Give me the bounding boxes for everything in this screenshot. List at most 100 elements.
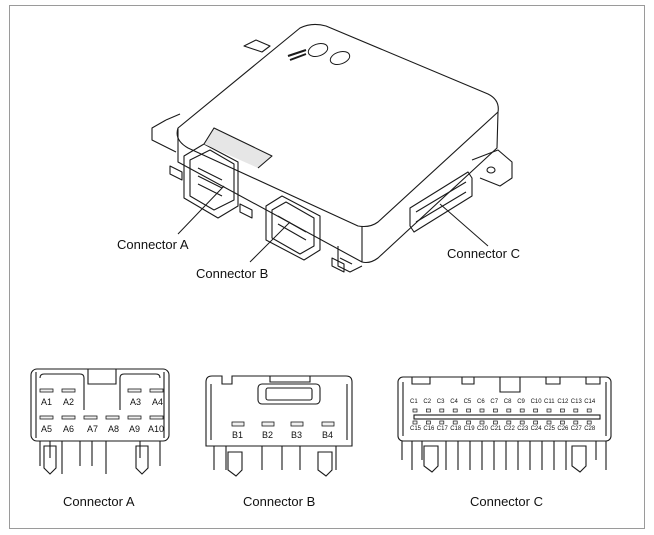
pin-label-c28: C28 (584, 426, 596, 432)
pin-label-c16: C16 (423, 426, 435, 432)
pin-label-c2: C2 (423, 399, 432, 405)
module-top-face (176, 23, 499, 228)
pin-label-b1: B1 (232, 430, 244, 440)
pin-label-c5: C5 (463, 399, 472, 405)
connector-c-slot (573, 408, 579, 413)
pin-label-c21: C21 (490, 426, 502, 432)
connector-c-slot (466, 420, 471, 425)
connector-c-slot (533, 420, 538, 425)
frame-border (9, 5, 645, 529)
logo-hyundai-icon (307, 43, 329, 57)
pin-label-c10: C10 (530, 399, 542, 405)
connector-c-slot (546, 420, 552, 425)
caption-connector-c: Connector C (470, 494, 543, 509)
pin-label-c15: C15 (410, 426, 422, 432)
pin-label-a8: A8 (108, 424, 120, 434)
connector-c-face (397, 376, 612, 473)
logo-kia-icon (329, 51, 351, 65)
pin-label-a4: A4 (152, 397, 164, 407)
pin-label-c8: C8 (503, 399, 512, 405)
pin-label-c20: C20 (477, 426, 489, 432)
connector-c-slot (506, 408, 512, 413)
connector-c-slot (426, 408, 431, 413)
connector-c-slot (493, 408, 498, 413)
module-logos (287, 43, 351, 65)
connector-c-slot (586, 420, 592, 425)
connector-c-slot (519, 408, 525, 413)
mount-hole-right (486, 166, 496, 174)
pin-label-c25: C25 (544, 426, 556, 432)
connector-c-slot (466, 408, 471, 413)
caption-connector-a: Connector A (63, 494, 135, 509)
connector-c-slot (533, 408, 538, 413)
pin-label-a1: A1 (41, 397, 53, 407)
pin-label-a2: A2 (63, 397, 75, 407)
pin-label-c4: C4 (450, 399, 458, 405)
connector-c-slot (586, 408, 592, 413)
callout-connector-c: Connector C (447, 246, 520, 261)
leader-a (177, 185, 225, 235)
connector-b-slots (231, 421, 335, 427)
pin-label-b4: B4 (322, 430, 334, 440)
pin-label-a3: A3 (130, 397, 142, 407)
mount-tab-left (151, 119, 177, 153)
connector-c-slots (412, 408, 592, 425)
pin-label-c19: C19 (463, 426, 475, 432)
connector-c-slot (426, 420, 431, 425)
callout-connector-b: Connector B (196, 266, 269, 281)
pin-label-c9: C9 (517, 399, 525, 405)
mount-tab-right (471, 149, 513, 187)
pin-label-c27: C27 (570, 426, 582, 432)
connector-c-slot (573, 420, 579, 425)
connector-c-slot (412, 420, 418, 425)
connector-c-slot (519, 420, 525, 425)
pin-label-c3: C3 (436, 399, 445, 405)
callout-connector-a: Connector A (117, 237, 189, 252)
pin-label-c18: C18 (450, 426, 462, 432)
module-right-face (361, 111, 499, 264)
connector-c-slot (439, 420, 445, 425)
connector-c-slot (479, 420, 485, 425)
connector-c-slot (452, 420, 458, 425)
pin-label-c12: C12 (557, 399, 569, 405)
pin-label-c11: C11 (544, 399, 555, 405)
pin-label-a7: A7 (87, 424, 99, 434)
pin-label-c6: C6 (477, 399, 485, 405)
pin-label-c14: C14 (584, 399, 596, 405)
pin-label-c22: C22 (503, 426, 515, 432)
pin-label-a9: A9 (129, 424, 141, 434)
pin-label-c17: C17 (436, 426, 448, 432)
pin-label-c23: C23 (517, 426, 529, 432)
connector-c-slot (439, 408, 445, 413)
connector-b-face (205, 375, 353, 477)
pin-label-a10: A10 (148, 424, 165, 434)
connector-c-slot (479, 408, 485, 413)
pin-label-c7: C7 (490, 399, 499, 405)
pin-label-c24: C24 (530, 426, 542, 432)
connector-c-slot (506, 420, 512, 425)
connector-b-housing (265, 195, 321, 261)
connector-c-housing (409, 171, 473, 233)
connector-c-slot (560, 420, 565, 425)
connector-a-shade (203, 127, 273, 169)
pin-label-b3: B3 (291, 430, 303, 440)
caption-connector-b: Connector B (243, 494, 316, 509)
pin-label-c26: C26 (557, 426, 569, 432)
connector-c-slot (452, 408, 458, 413)
pin-label-b2: B2 (262, 430, 274, 440)
connector-a-slots (39, 388, 164, 420)
leader-b (249, 221, 291, 263)
connector-c-slot (493, 420, 498, 425)
pin-label-a5: A5 (41, 424, 53, 434)
connector-a-face (30, 368, 170, 475)
pin-label-c1: C1 (410, 399, 418, 405)
pin-label-a6: A6 (63, 424, 75, 434)
pin-label-c13: C13 (570, 399, 582, 405)
connector-c-slot (560, 408, 565, 413)
connector-c-slot (546, 408, 552, 413)
mount-tab-top (243, 39, 271, 53)
connector-c-slot (412, 408, 418, 413)
leader-c (439, 203, 489, 247)
